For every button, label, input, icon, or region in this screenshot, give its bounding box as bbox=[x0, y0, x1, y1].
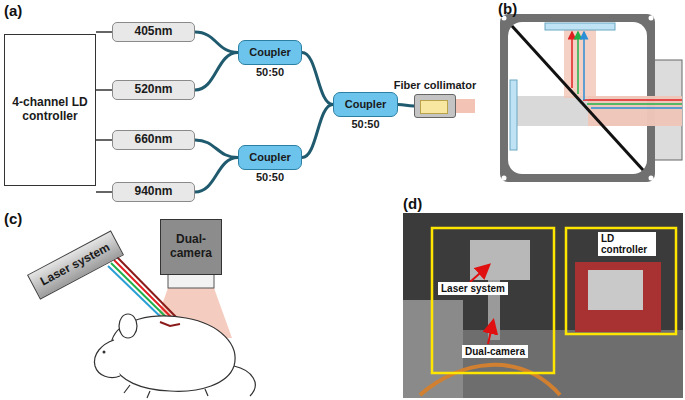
photo-annotation: Dual-camera bbox=[462, 345, 528, 358]
node-label: 4-channel LD controller bbox=[9, 96, 91, 124]
node-label: 660nm bbox=[134, 133, 172, 147]
node-label: Fiber collimator bbox=[394, 79, 477, 92]
laser-diode-box: 520nm bbox=[112, 80, 195, 100]
panel-label: (c) bbox=[4, 210, 22, 227]
mouse-setup-illustration bbox=[94, 257, 255, 398]
optical-fiber bbox=[195, 140, 238, 158]
panel-label: (d) bbox=[403, 195, 422, 212]
coupler-box: Coupler50:50 bbox=[238, 40, 302, 65]
node-sublabel: 50:50 bbox=[334, 118, 397, 131]
node-label: 405nm bbox=[134, 25, 172, 39]
panel-label: (a) bbox=[4, 2, 22, 19]
optical-fiber bbox=[195, 32, 238, 53]
laser-diode-box: 940nm bbox=[112, 182, 195, 202]
node-label: Coupler bbox=[249, 151, 291, 164]
node-label: 940nm bbox=[134, 185, 172, 199]
control-wire bbox=[96, 191, 112, 193]
optical-fiber bbox=[302, 53, 333, 105]
controller-box: 4-channel LD controller bbox=[4, 34, 96, 186]
node-label: Coupler bbox=[249, 46, 291, 59]
node-sublabel: 50:50 bbox=[239, 171, 301, 184]
laser-diode-box: 660nm bbox=[112, 130, 195, 150]
control-wire bbox=[96, 89, 112, 91]
photo-annotation: Laser system bbox=[438, 282, 508, 295]
coupler-box: Coupler50:50 bbox=[333, 92, 398, 117]
optical-fiber bbox=[195, 158, 238, 193]
control-wire bbox=[96, 139, 112, 141]
beam-splitter-illustration bbox=[500, 14, 682, 182]
camera-box: Dual-camera bbox=[160, 219, 222, 275]
node-sublabel: 50:50 bbox=[239, 66, 301, 79]
laser-diode-box: 405nm bbox=[112, 22, 195, 42]
panel-label: (b) bbox=[498, 0, 517, 17]
laser-system-box: Laser system bbox=[27, 230, 124, 299]
optical-fiber bbox=[302, 105, 333, 158]
node-label: 520nm bbox=[134, 83, 172, 97]
control-wire bbox=[96, 31, 112, 33]
setup-photo bbox=[403, 213, 683, 398]
fiber-collimator: Fiber collimator bbox=[414, 94, 456, 118]
node-label: Laser system bbox=[38, 241, 112, 289]
node-label: Coupler bbox=[345, 98, 387, 111]
output-beam bbox=[455, 99, 475, 113]
coupler-box: Coupler50:50 bbox=[238, 145, 302, 170]
optical-fiber bbox=[195, 53, 238, 91]
photo-annotation: LD controller bbox=[598, 232, 656, 256]
collimator-lens bbox=[420, 100, 448, 114]
node-label: Dual-camera bbox=[161, 233, 221, 261]
optical-fiber bbox=[398, 105, 414, 107]
